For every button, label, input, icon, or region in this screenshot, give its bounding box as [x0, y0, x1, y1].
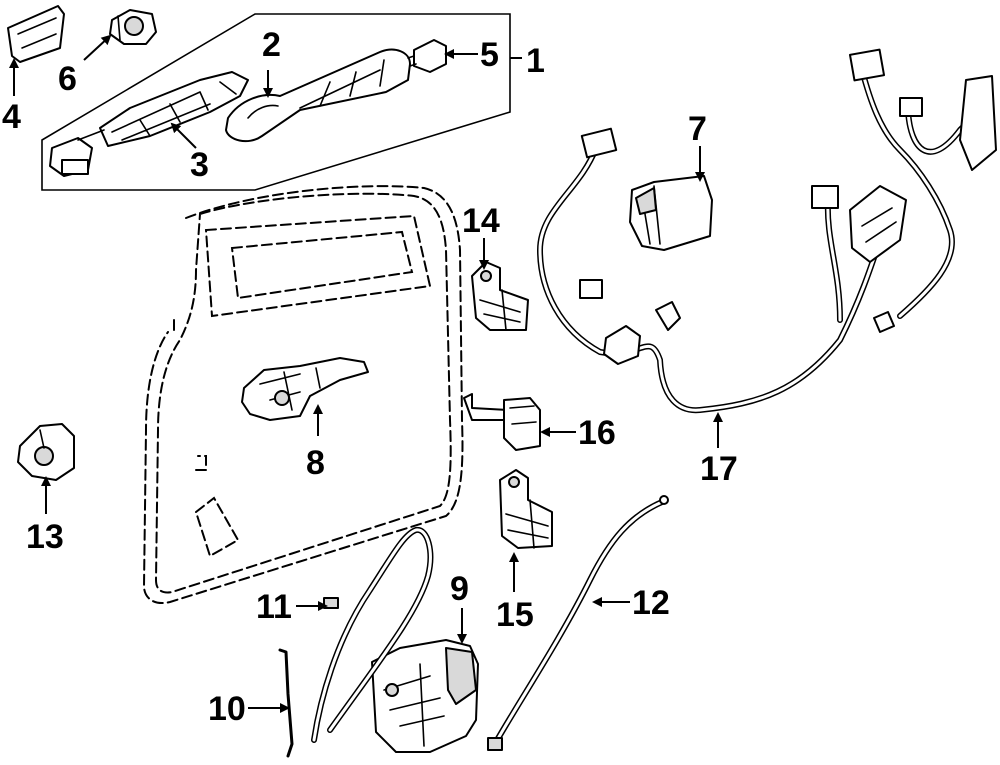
callout-11: 11: [256, 588, 292, 626]
callout-8: 8: [306, 444, 325, 482]
part-17-wiring-harness: [537, 48, 997, 414]
callout-7: 7: [688, 110, 707, 148]
callout-13: 13: [26, 518, 64, 556]
part-4-cover: [7, 5, 65, 63]
callout-3: 3: [190, 146, 209, 184]
part-6-lock-cylinder: [109, 9, 157, 45]
leaders: [9, 34, 723, 713]
callout-1: 1: [526, 42, 545, 80]
part-10-rod: [278, 648, 294, 758]
part-13-striker: [17, 423, 75, 481]
callout-4: 4: [2, 98, 21, 136]
callout-10: 10: [208, 690, 246, 728]
part-3-handle-bracket: [49, 71, 249, 177]
part-7-module: [629, 175, 713, 251]
callout-15: 15: [496, 596, 534, 634]
part-2-outside-handle: [225, 48, 411, 143]
callout-16: 16: [578, 414, 616, 452]
door-shell: [142, 185, 464, 604]
part-14-upper-hinge: [471, 261, 529, 331]
part-12-cable: [487, 495, 669, 751]
callout-12: 12: [632, 584, 670, 622]
callout-17: 17: [700, 450, 738, 488]
part-9-lock-actuator: [371, 639, 479, 753]
callout-5: 5: [480, 36, 499, 74]
part-15-lower-hinge: [499, 469, 553, 549]
handle-assembly-box: [41, 13, 511, 191]
callout-9: 9: [450, 570, 469, 608]
part-16-door-check: [463, 393, 541, 451]
part-8-inside-handle: [241, 357, 369, 421]
part-5-clip: [407, 39, 447, 73]
callout-labels: 1 2 3 4 5 6 7 8 9 10 11 12 13 14 15 16 1…: [2, 26, 738, 728]
callout-6: 6: [58, 60, 77, 98]
callout-14: 14: [462, 202, 500, 240]
callout-2: 2: [262, 26, 281, 64]
